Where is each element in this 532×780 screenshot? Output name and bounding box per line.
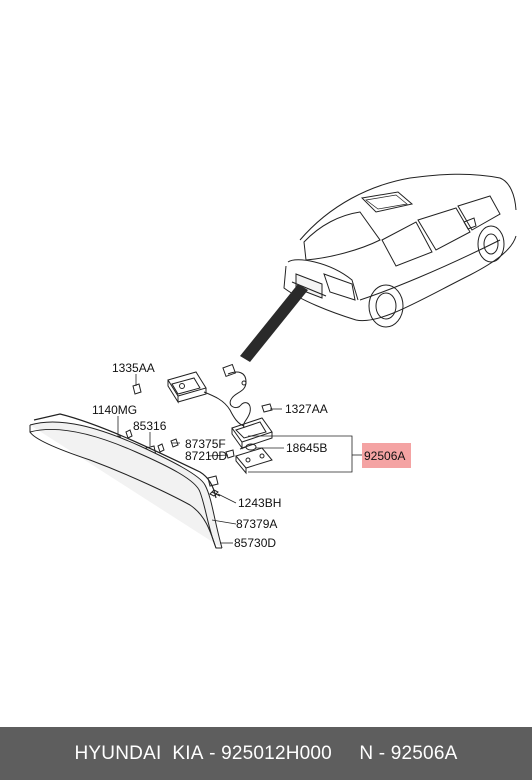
footer-oem-number: 925012H000 — [221, 742, 332, 764]
highlight-box-92506A — [362, 443, 411, 468]
footer-brand: HYUNDAI KIA — [74, 742, 204, 764]
lamp-1335AA — [167, 371, 207, 404]
garnish-trim — [29, 413, 223, 549]
pointer-stripe — [240, 284, 308, 362]
footer-cross-number: N - 92506A — [359, 742, 458, 764]
lamp-assembly — [231, 417, 273, 475]
footer-separator: - — [203, 742, 222, 764]
part-label-1335AA: 1335AA — [112, 361, 155, 375]
part-label-87375F: 87375F — [185, 437, 226, 451]
part-label-18645B: 18645B — [286, 441, 327, 455]
part-label-85730D: 85730D — [234, 536, 276, 550]
part-label-1243BH: 1243BH — [238, 496, 281, 510]
car-illustration — [283, 173, 517, 328]
parts-diagram: 1335AA 1140MG 85316 87375F 87210D 1327AA… — [29, 173, 517, 550]
part-label-87379A: 87379A — [236, 517, 277, 531]
footer-gap — [332, 743, 359, 765]
part-label-87210D: 87210D — [185, 449, 227, 463]
footer-bar: HYUNDAI KIA - 925012H000 N - 92506A — [0, 727, 532, 780]
part-label-1327AA: 1327AA — [285, 402, 328, 416]
wiring-harness — [203, 363, 251, 429]
part-label-92506A: 92506A — [364, 449, 405, 463]
fasteners — [113, 383, 273, 497]
leader-lines — [117, 374, 362, 544]
part-label-85316: 85316 — [133, 419, 167, 433]
part-label-1140MG: 1140MG — [92, 403, 137, 417]
